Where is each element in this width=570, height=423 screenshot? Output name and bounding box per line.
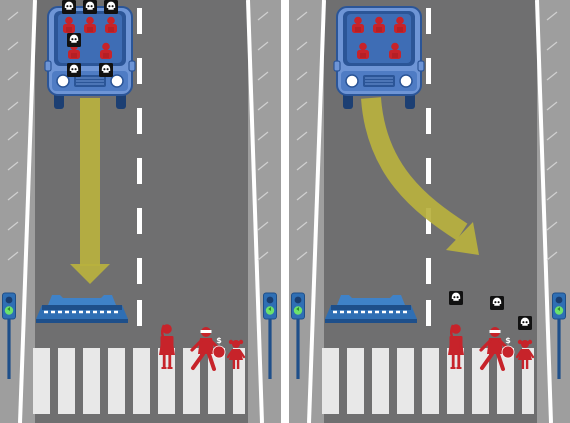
sidewalk-curb-right <box>257 11 269 261</box>
sidewalk-curb-right <box>546 11 558 261</box>
skull-icon <box>490 296 504 310</box>
crosswalk <box>322 348 534 414</box>
crosswalk <box>33 348 245 414</box>
skull-icon <box>83 0 97 14</box>
dollar-sign-icon: $ <box>505 336 511 345</box>
lane-divider <box>137 8 142 326</box>
skull-icon <box>518 316 532 330</box>
sidewalk-curb-left <box>296 11 308 261</box>
skull-icon <box>99 63 113 77</box>
skull-icon <box>62 0 76 14</box>
trajectory-arrow-straight <box>70 98 110 284</box>
scenario-panel-swerve[interactable]: $ <box>289 0 570 423</box>
scenario-panel-stay[interactable]: $ <box>0 0 281 423</box>
lane-divider <box>426 8 431 326</box>
trajectory-arrow-swerve <box>361 97 479 255</box>
skull-icon <box>67 63 81 77</box>
skull-icon <box>449 291 463 305</box>
skull-icon <box>104 0 118 14</box>
panel-divider <box>281 0 289 423</box>
skull-icon <box>67 33 81 47</box>
sidewalk-curb-left <box>7 11 19 261</box>
dollar-sign-icon: $ <box>216 336 222 345</box>
